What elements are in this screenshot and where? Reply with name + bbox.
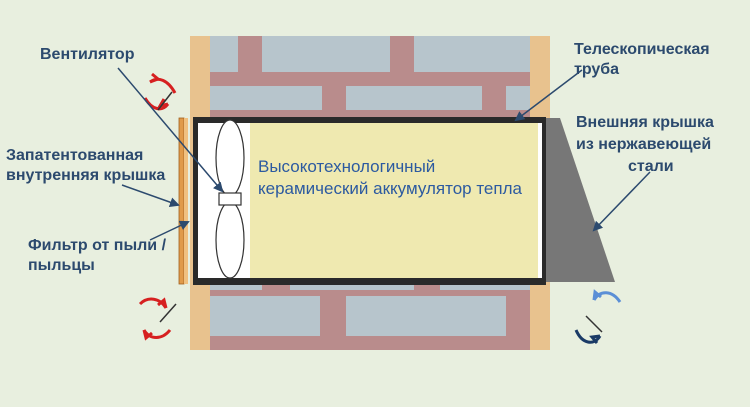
- leader-outer-cover: [592, 171, 651, 232]
- label-filter: Фильтр от пыли / пыльцы: [28, 237, 167, 274]
- leader-inner-cover: [121, 184, 180, 208]
- label-outer-cover-2: из нержавеющей: [576, 136, 712, 153]
- dust-filter: [184, 118, 188, 284]
- label-fan: Вентилятор: [40, 46, 135, 63]
- leader-filter: [149, 220, 190, 241]
- label-ceramic-core: Высокотехнологичный керамический аккумул…: [258, 157, 522, 198]
- curved-arrow-navy: [574, 329, 602, 344]
- outer-cover: [538, 118, 615, 282]
- label-telescopic-tube: Телескопическая труба: [574, 41, 710, 78]
- leader-tube: [514, 69, 583, 122]
- airflow-arrows: [138, 72, 622, 344]
- label-inner-cover: Запатентованная внутренняя крышка: [6, 147, 166, 184]
- leader-fan: [117, 67, 224, 193]
- label-outer-cover-1: Внешняя крышка: [576, 114, 714, 131]
- fan-icon: [215, 119, 245, 279]
- ceramic-core: [250, 123, 538, 278]
- wall: [190, 36, 550, 350]
- outer-gap: [538, 123, 542, 278]
- label-outer-cover-3: стали: [628, 158, 674, 175]
- brick-blocks: [210, 36, 530, 336]
- leader-lines: [117, 67, 651, 241]
